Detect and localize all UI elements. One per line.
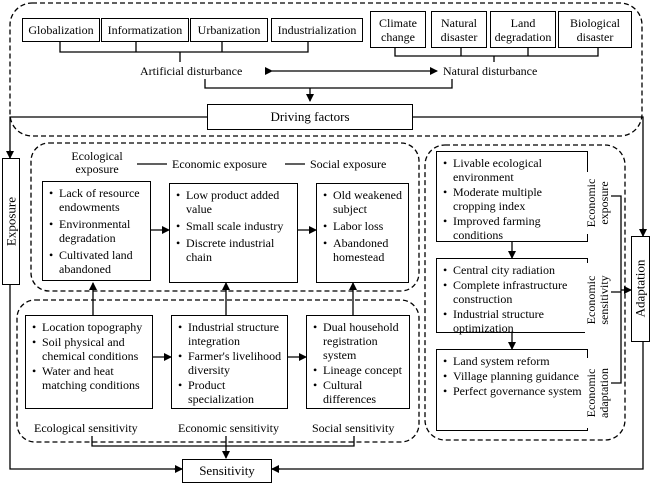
list-item: Perfect governance system [443,384,582,398]
social-exposure-header: Social exposure [310,157,387,171]
list-item: Low product added value [176,188,292,216]
list-item: Dual household registration system [313,320,404,362]
list-item: Water and heat matching conditions [32,364,147,392]
list-item: Industrial structure integration [178,320,282,348]
adaptation-sensitivity-box: Central city radiation Complete infrastr… [436,258,588,335]
driver-land-degradation: Land degradation [490,11,556,48]
exposure-side-box [2,158,20,285]
list-item: Soil physical and chemical conditions [32,335,147,363]
natural-disturbance-label: Natural disturbance [443,64,538,78]
social-sensitivity-box: Dual household registration system Linea… [306,315,410,409]
adaptation-exposure-label: Economic exposure [584,172,611,234]
driver-globalization: Globalization [22,18,100,42]
adaptation-sensitivity-label: Economic sensitivity [584,263,611,337]
ecological-sensitivity-footer: Ecological sensitivity [34,421,138,435]
adaptation-adapt-box: Land system reform Village planning guid… [436,349,588,431]
list-item: Central city radiation [443,263,582,277]
list-item: Improved farming conditions [443,214,582,242]
list-item: Product specialization [178,378,282,406]
list-item: Environmental degradation [49,217,145,245]
ecological-exposure-header: Ecological exposure [71,149,123,176]
driver-climate-change: Climate change [370,11,426,48]
list-item: Small scale industry [176,219,292,233]
adaptation-region [424,144,626,441]
adaptation-exposure-box: Livable ecological environment Moderate … [436,151,588,242]
list-item: Location topography [32,320,147,334]
economic-sensitivity-box: Industrial structure integration Farmer'… [171,315,288,409]
list-item: Moderate multiple cropping index [443,185,582,213]
driver-informatization: Informatization [101,18,189,42]
social-exposure-box: Old weakened subject Labor loss Abandone… [316,183,409,283]
list-item: Discrete industrial chain [176,236,292,264]
list-item: Land system reform [443,354,582,368]
list-item: Livable ecological environment [443,156,582,184]
economic-sensitivity-footer: Economic sensitivity [178,421,279,435]
list-item: Cultivated land abandoned [49,248,145,276]
sensitivity-bottom-box: Sensitivity [182,459,272,483]
list-item: Industrial structure optimization [443,307,582,335]
list-item: Lack of resource endowments [49,186,145,214]
list-item: Abandoned homestead [323,236,403,264]
list-item: Labor loss [323,219,403,233]
list-item: Cultural differences [313,378,404,406]
exposure-region [30,142,420,292]
social-sensitivity-footer: Social sensitivity [312,421,395,435]
driving-factors-box: Driving factors [207,104,413,130]
list-item: Complete infrastructure construction [443,278,582,306]
economic-exposure-box: Low product added value Small scale indu… [169,183,298,283]
list-item: Village planning guidance [443,369,582,383]
driver-region [9,2,643,137]
driver-industrialization: Industrialization [271,18,363,42]
artificial-disturbance-label: Artificial disturbance [140,64,243,78]
economic-exposure-header: Economic exposure [172,157,267,171]
driver-natural-disaster: Natural disaster [431,11,487,48]
driver-urbanization: Urbanization [190,18,268,42]
list-item: Old weakened subject [323,188,403,216]
ecological-sensitivity-box: Location topography Soil physical and ch… [25,315,153,409]
driver-biological-disaster: Biological disaster [558,11,632,48]
adaptation-adaptation-label: Economic adaptation [584,358,611,428]
list-item: Farmer's livelihood diversity [178,349,282,377]
list-item: Lineage concept [313,363,404,377]
ecological-exposure-box: Lack of resource endowments Environmenta… [42,181,151,281]
